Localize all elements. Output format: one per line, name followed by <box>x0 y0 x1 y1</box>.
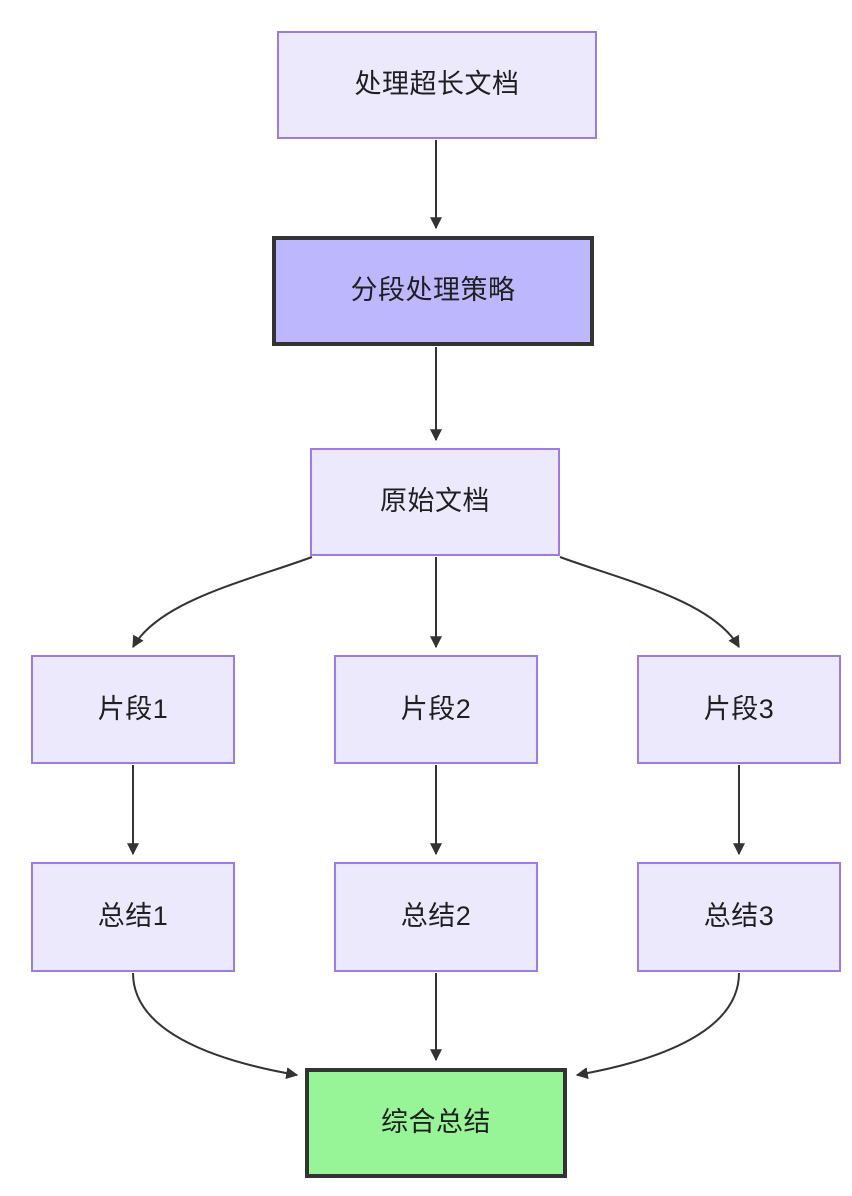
node-source-document-label: 原始文档 <box>380 486 490 517</box>
node-strategy[interactable]: 分段处理策略 <box>272 236 594 346</box>
node-start[interactable]: 处理超长文档 <box>277 31 597 139</box>
node-summary-1-label: 总结1 <box>97 901 169 932</box>
edge-summary3-to-final <box>575 972 740 1080</box>
node-final-summary-label: 综合总结 <box>381 1107 491 1138</box>
edge-source-to-chunk1 <box>132 556 313 649</box>
edge-summary1-to-final <box>132 972 299 1080</box>
node-summary-3[interactable]: 总结3 <box>637 862 841 972</box>
node-final-summary[interactable]: 综合总结 <box>305 1068 567 1178</box>
edge-source-to-chunk3 <box>559 556 740 649</box>
node-chunk-3[interactable]: 片段3 <box>637 655 841 764</box>
node-summary-3-label: 总结3 <box>703 901 775 932</box>
node-chunk-1-label: 片段1 <box>97 693 169 724</box>
node-source-document[interactable]: 原始文档 <box>310 448 560 556</box>
node-chunk-1[interactable]: 片段1 <box>31 655 235 764</box>
node-chunk-3-label: 片段3 <box>703 693 775 724</box>
node-summary-2-label: 总结2 <box>400 901 472 932</box>
node-strategy-label: 分段处理策略 <box>350 275 516 306</box>
node-chunk-2[interactable]: 片段2 <box>334 655 538 764</box>
node-summary-2[interactable]: 总结2 <box>334 862 538 972</box>
node-start-label: 处理超长文档 <box>354 69 520 100</box>
node-summary-1[interactable]: 总结1 <box>31 862 235 972</box>
node-chunk-2-label: 片段2 <box>400 693 472 724</box>
